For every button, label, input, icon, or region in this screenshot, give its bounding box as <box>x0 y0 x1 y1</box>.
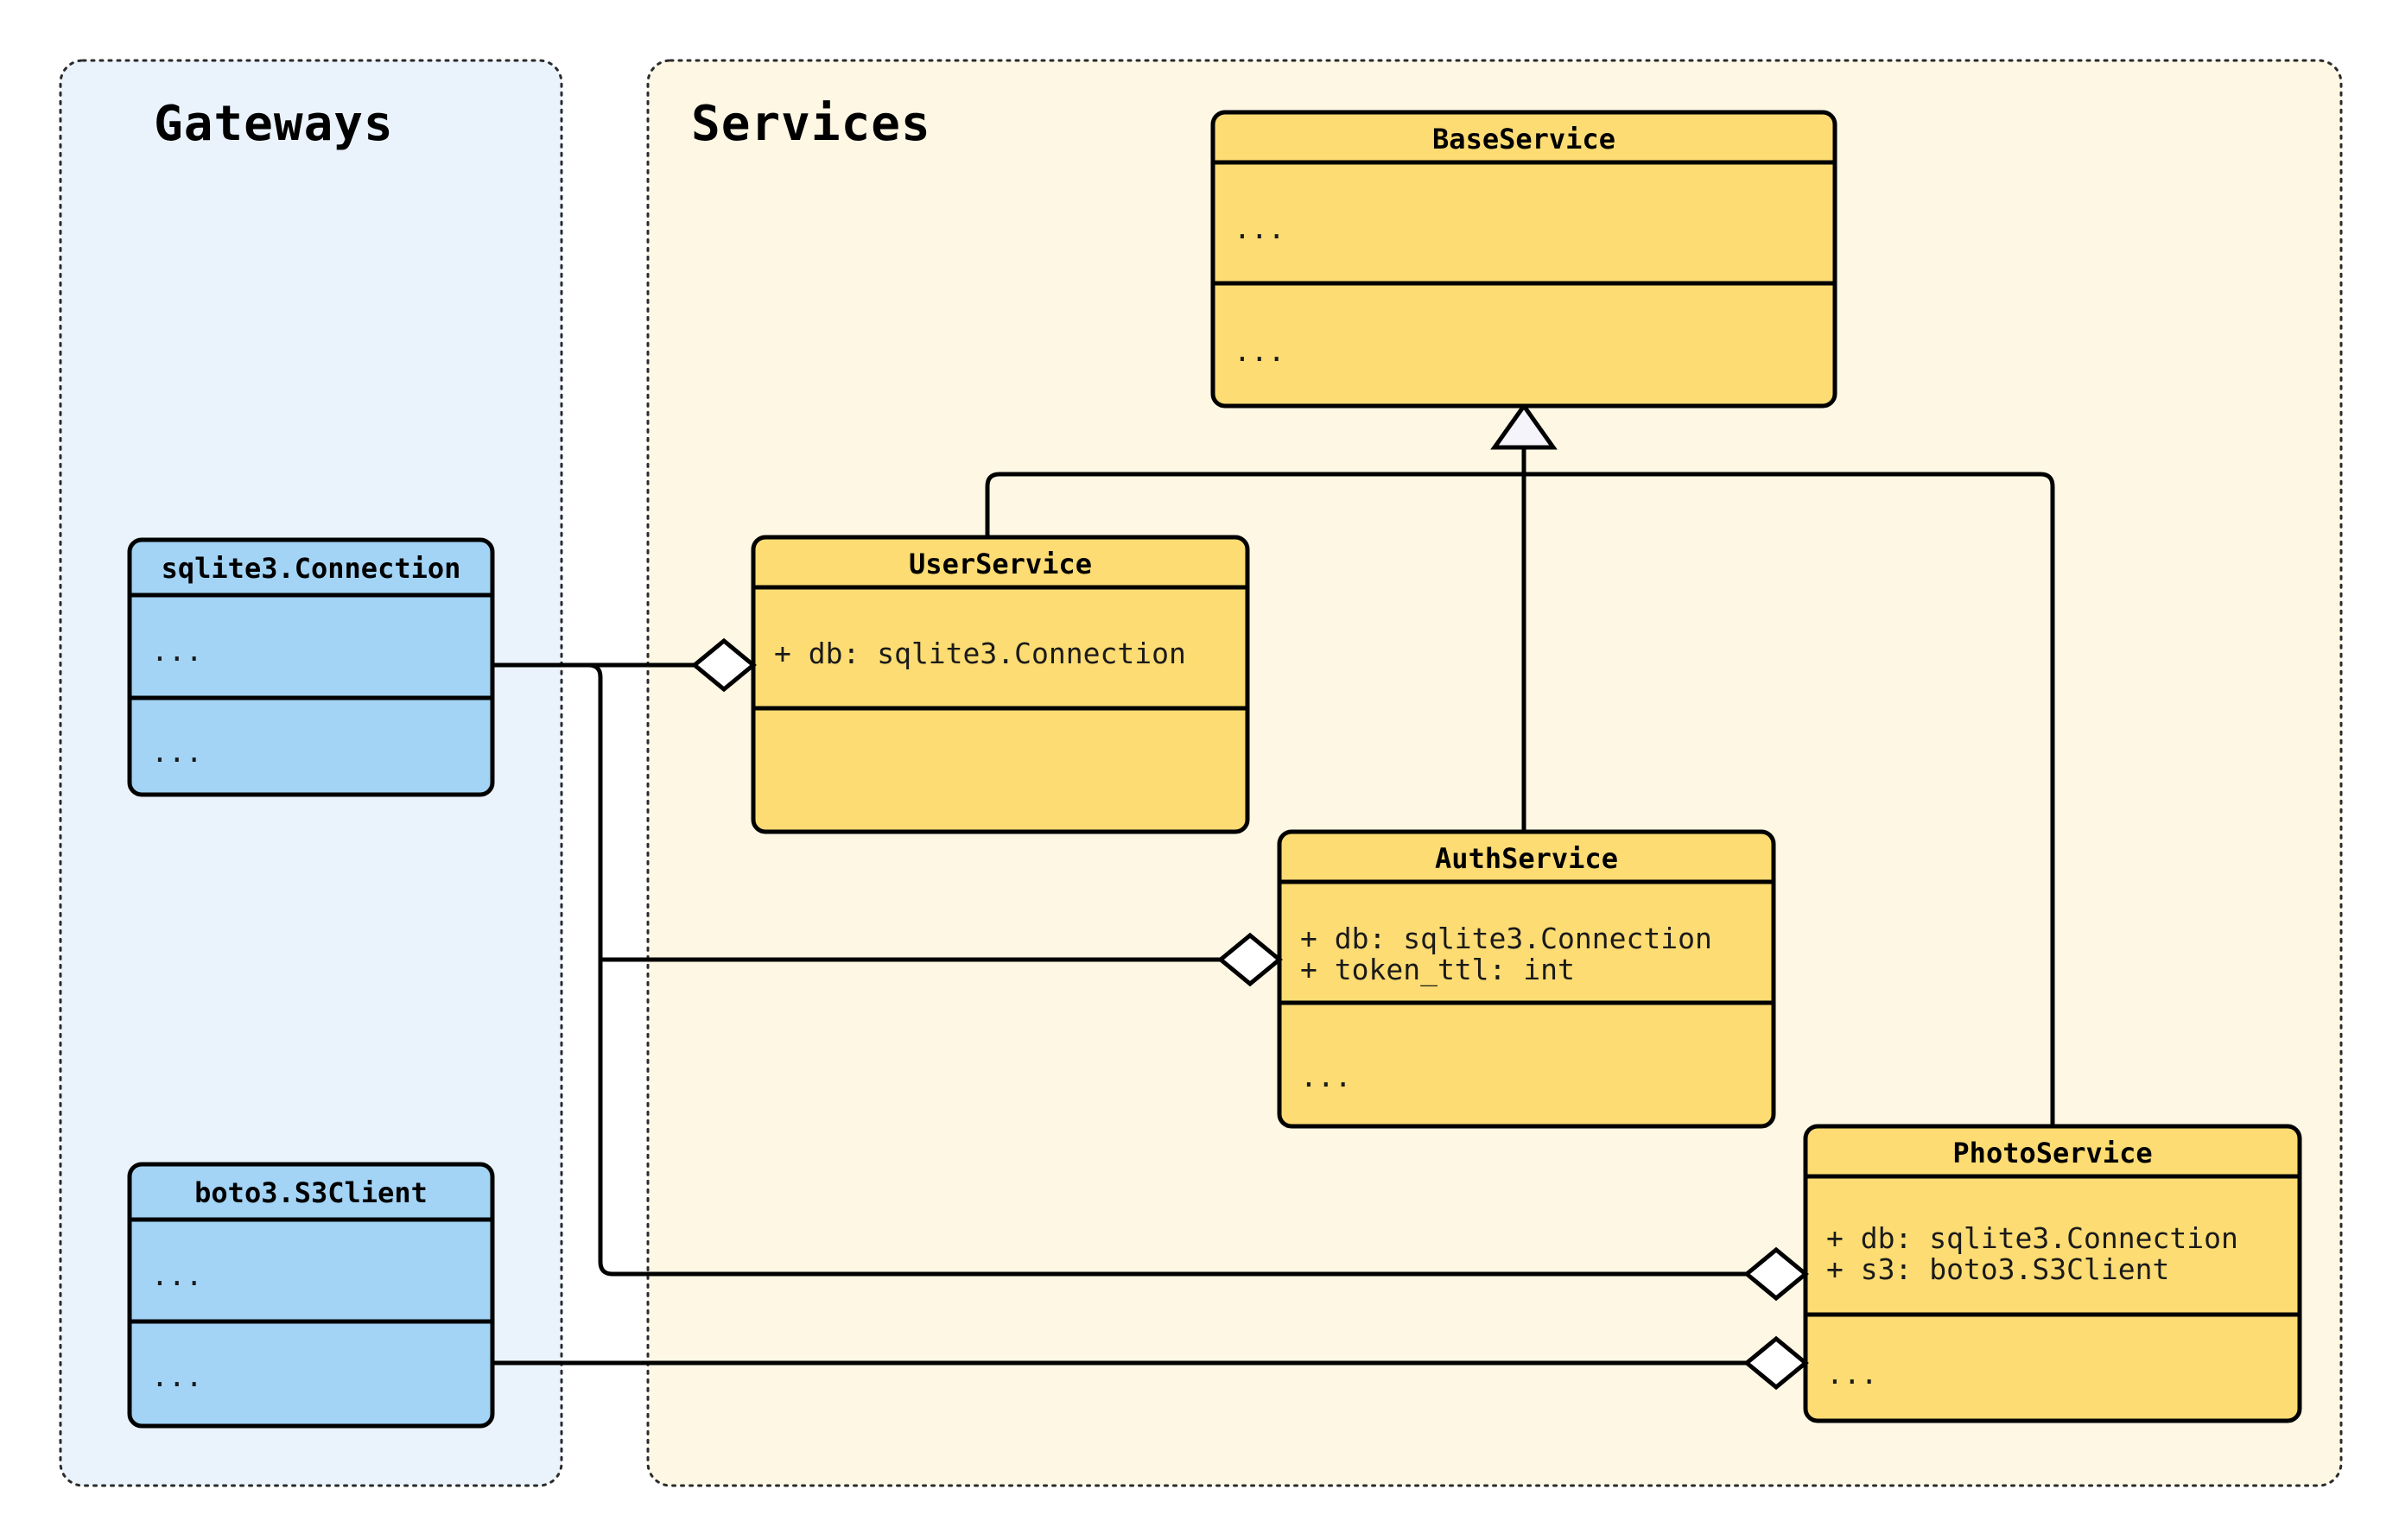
class-base-service-attribute-0: ... <box>1234 212 1285 245</box>
class-box-user-service[interactable]: UserService + db: sqlite3.Connection <box>751 535 1250 834</box>
class-base-service-method-0: ... <box>1234 334 1285 368</box>
edge-inherit-photo <box>1524 472 2055 1126</box>
aggregation-edges-sqlite <box>492 662 1762 1277</box>
class-boto3-s3client-name: boto3.S3Client <box>194 1176 428 1209</box>
class-sqlite3-connection-method-0: ... <box>151 735 203 769</box>
aggregation-diamond-icon-photo-s3 <box>1743 1335 1809 1391</box>
class-box-auth-service[interactable]: AuthService + db: sqlite3.Connection + t… <box>1277 829 1776 1129</box>
class-boto3-s3client-body <box>127 1162 495 1429</box>
class-auth-service-attribute-1: + token_ttl: int <box>1300 953 1575 987</box>
class-box-base-service[interactable]: BaseService ... ... <box>1210 110 1837 409</box>
aggregation-diamond-icon-auth-db <box>1217 932 1283 987</box>
class-auth-service-body <box>1277 829 1776 1129</box>
class-boto3-s3client-attribute-0: ... <box>151 1258 203 1292</box>
class-box-photo-service[interactable]: PhotoService + db: sqlite3.Connection + … <box>1803 1124 2302 1423</box>
class-sqlite3-connection-attribute-0: ... <box>151 634 203 668</box>
class-base-service-body <box>1210 110 1837 409</box>
edge-agg-sqlite-gutter <box>492 662 1762 1277</box>
edge-inherit-user <box>985 472 1524 537</box>
class-photo-service-attribute-1: + s3: boto3.S3Client <box>1826 1252 2169 1286</box>
class-auth-service-name: AuthService <box>1435 842 1618 875</box>
inheritance-arrowhead-icon <box>1490 402 1558 450</box>
package-services-title: Services <box>691 96 931 152</box>
class-boto3-s3client-method-0: ... <box>151 1359 203 1393</box>
package-gateways-title: Gateways <box>154 96 394 152</box>
class-auth-service-attribute-0: + db: sqlite3.Connection <box>1300 922 1712 955</box>
class-photo-service-attribute-0: + db: sqlite3.Connection <box>1826 1221 2238 1255</box>
class-photo-service-method-0: ... <box>1826 1357 1878 1391</box>
class-user-service-body <box>751 535 1250 834</box>
class-sqlite3-connection-body <box>127 537 495 797</box>
class-base-service-name: BaseService <box>1432 123 1615 155</box>
aggregation-diamonds <box>691 637 1809 1391</box>
class-box-boto3-s3client[interactable]: boto3.S3Client ... ... <box>127 1162 495 1429</box>
aggregation-diamond-icon-photo-db <box>1743 1246 1809 1302</box>
inheritance-edges <box>985 402 2055 1126</box>
class-photo-service-name: PhotoService <box>1952 1137 2152 1169</box>
class-sqlite3-connection-name: sqlite3.Connection <box>162 552 461 585</box>
class-auth-service-method-0: ... <box>1300 1060 1352 1093</box>
class-user-service-name: UserService <box>909 548 1092 580</box>
class-box-sqlite3-connection[interactable]: sqlite3.Connection ... ... <box>127 537 495 797</box>
class-user-service-attribute-0: + db: sqlite3.Connection <box>774 637 1186 670</box>
aggregation-diamond-icon-user-db <box>691 637 757 693</box>
